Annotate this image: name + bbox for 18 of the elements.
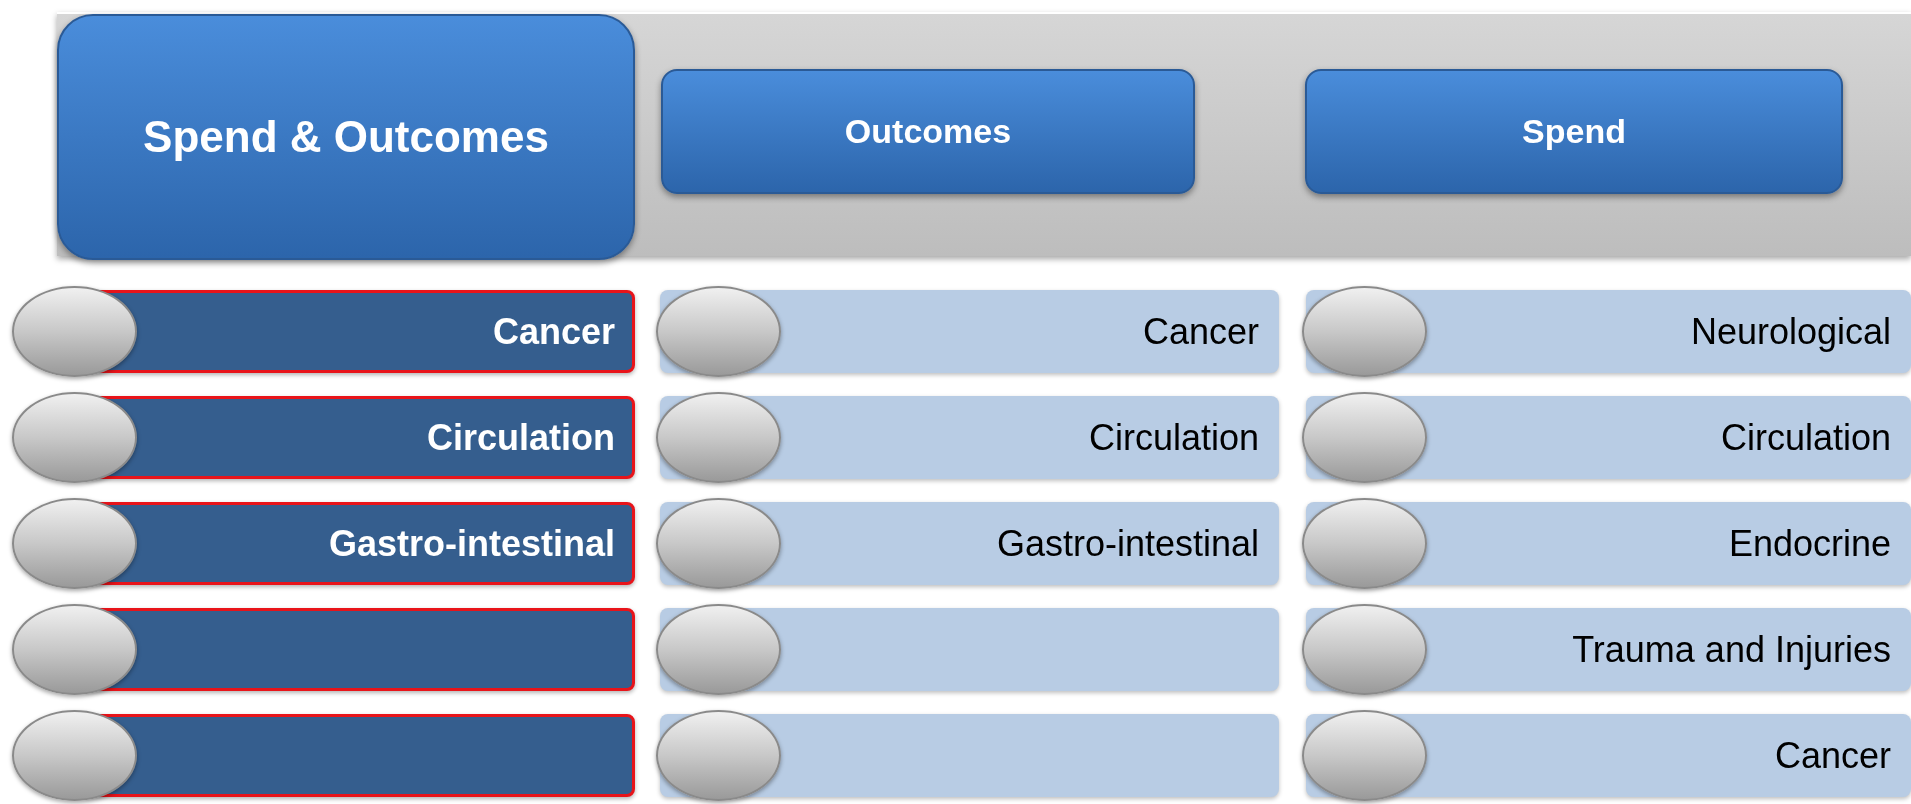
category-bar: Endocrine (1302, 498, 1911, 589)
category-bar (12, 604, 635, 695)
category-bar: Cancer (12, 286, 635, 377)
category-bar: Circulation (656, 392, 1279, 483)
category-bar: Circulation (1302, 392, 1911, 483)
category-bar: Gastro-intestinal (12, 498, 635, 589)
category-bar: Circulation (12, 392, 635, 483)
title-box: Spend & Outcomes (57, 14, 635, 260)
category-bar: Gastro-intestinal (656, 498, 1279, 589)
category-bar: Cancer (1302, 710, 1911, 801)
column-header-button: Spend (1305, 69, 1843, 194)
category-bar (12, 710, 635, 801)
category-bar (656, 710, 1279, 801)
category-bar: Neurological (1302, 286, 1911, 377)
category-bar: Trauma and Injuries (1302, 604, 1911, 695)
column-header-button: Outcomes (661, 69, 1195, 194)
category-bar: Cancer (656, 286, 1279, 377)
category-bar (656, 604, 1279, 695)
